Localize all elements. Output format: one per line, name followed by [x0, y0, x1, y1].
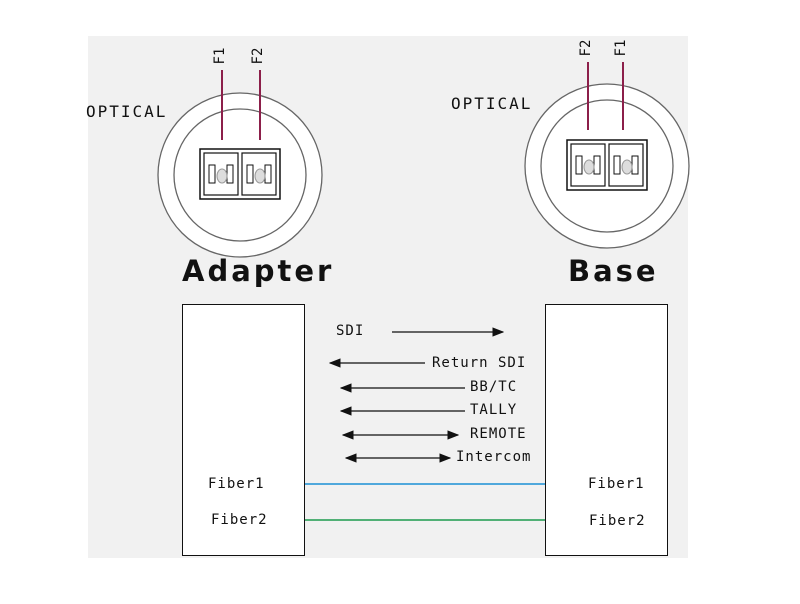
base-optical-connector [524, 62, 690, 249]
base-title: Base [568, 254, 659, 288]
signal-label-tally: TALLY [470, 402, 518, 418]
signal-label-remote: REMOTE [470, 426, 527, 442]
base-pin-label-1: F2 [578, 39, 594, 57]
adapter-fiber1-label: Fiber1 [208, 476, 265, 492]
adapter-optical-label: OPTICAL [86, 102, 168, 121]
base-fiber1-label: Fiber1 [588, 476, 645, 492]
base-fiber2-label: Fiber2 [589, 513, 646, 529]
adapter-title: Adapter [182, 254, 335, 288]
signal-label-bbtc: BB/TC [470, 379, 518, 395]
base-pin-label-2: F1 [613, 39, 629, 57]
signal-label-return-sdi: Return SDI [432, 355, 527, 371]
adapter-optical-connector [157, 70, 323, 258]
base-box [545, 304, 668, 556]
adapter-fiber2-label: Fiber2 [211, 512, 268, 528]
signal-label-intercom: Intercom [456, 449, 532, 465]
adapter-pin-label-1: F1 [212, 47, 228, 65]
signal-label-sdi: SDI [336, 323, 365, 339]
adapter-box [182, 304, 305, 556]
base-optical-label: OPTICAL [451, 94, 533, 113]
adapter-pin-label-2: F2 [250, 47, 266, 65]
